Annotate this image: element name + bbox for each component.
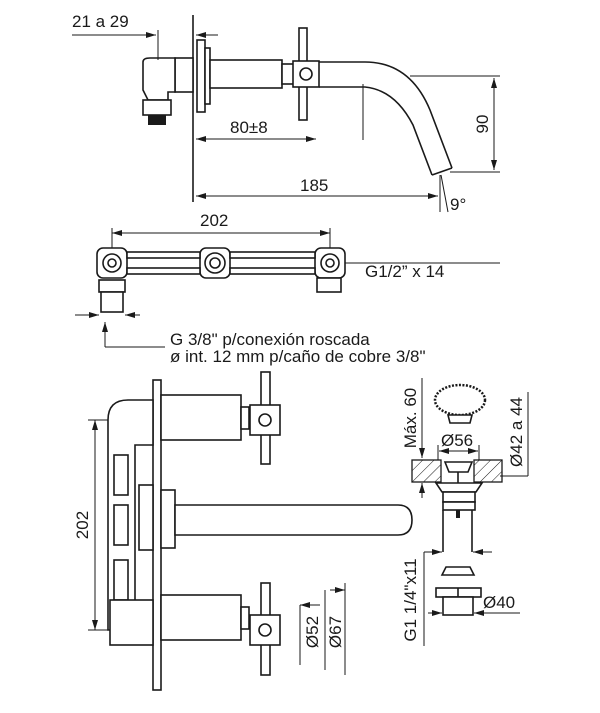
dim-top-width: 202: [200, 211, 228, 230]
dim-d40: Ø40: [483, 593, 515, 612]
elbow: [142, 57, 176, 101]
dim-spout-length: 185: [300, 176, 328, 195]
outlet-thread: [316, 277, 342, 293]
dim-wall-thickness: 21 a 29: [72, 12, 129, 31]
inlet-nut: [100, 291, 124, 313]
side-view: 21 a 29 80±8 90 185 9°: [72, 12, 500, 214]
dim-d52: Ø52: [303, 616, 322, 648]
wall-flange: [196, 39, 206, 113]
top-view: 202 G1/2” x 14 G 3/8" p/conexión roscada…: [75, 211, 500, 366]
front-view: 202 Ø52 Ø67: [73, 371, 413, 691]
dim-d56: Ø56: [441, 431, 473, 450]
thread-label: G1/2” x 14: [365, 262, 444, 281]
dim-angle: 9°: [450, 195, 466, 214]
nut: [142, 99, 172, 116]
dim-hole: Ø42 a 44: [507, 397, 526, 467]
wall-plate: [152, 379, 162, 691]
gasket: [440, 566, 476, 576]
connection-note-line2: ø int. 12 mm p/caño de cobre 3/8": [170, 347, 426, 366]
dim-max: Máx. 60: [401, 388, 420, 448]
countertop-section: [411, 459, 442, 483]
dim-handle-depth: 80±8: [230, 118, 268, 137]
drain-detail: Máx. 60 Ø56 Ø42 a 44 G1 1/4"x11 Ø40: [401, 378, 529, 646]
valve-body: [209, 59, 283, 89]
spout: [319, 61, 453, 169]
dim-front-height: 202: [73, 511, 92, 539]
dim-thread: G1 1/4"x11: [401, 558, 420, 641]
drain-knob: [433, 383, 487, 417]
dim-spout-height: 90: [473, 115, 492, 134]
dim-d67: Ø67: [326, 616, 345, 648]
front-spout: [174, 504, 413, 536]
connection-note-line1: G 3/8" p/conexión roscada: [170, 330, 370, 349]
